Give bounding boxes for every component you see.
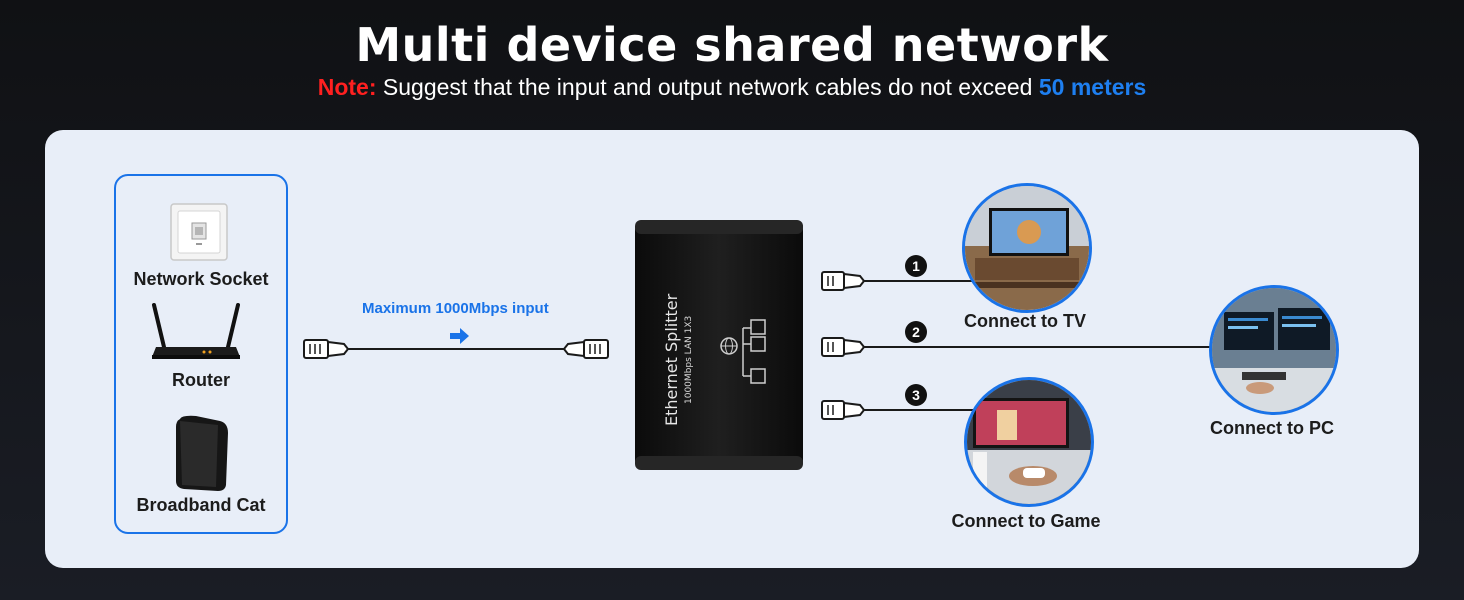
source-label-network-socket: Network Socket	[133, 269, 269, 289]
input-cable	[303, 339, 609, 359]
source-label-broadband: Broadband Cat	[136, 495, 266, 515]
output-cables	[821, 271, 1214, 420]
output-label-pc: Connect to PC	[1210, 418, 1334, 438]
source-label-router: Router	[172, 370, 230, 390]
pc-scene-image	[1209, 285, 1339, 415]
output-label-tv: Connect to TV	[964, 311, 1086, 331]
right-arrow-icon	[450, 328, 469, 344]
note-text: Suggest that the input and output networ…	[376, 74, 1039, 100]
tv-scene-image	[962, 183, 1092, 313]
broadband-modem-icon	[176, 415, 228, 491]
splitter-name: Ethernet Splitter	[662, 293, 681, 426]
output-badge-3: 3	[905, 384, 927, 406]
ethernet-splitter-device: Ethernet Splitter 1000Mbps LAN 1X3	[635, 220, 803, 470]
output-badge-2: 2	[905, 321, 927, 343]
game-scene-image	[964, 377, 1094, 507]
note-prefix: Note:	[317, 74, 377, 100]
page-title: Multi device shared network	[355, 18, 1109, 72]
splitter-spec: 1000Mbps LAN 1X3	[684, 316, 694, 404]
input-cable-label: Maximum 1000Mbps input	[362, 300, 549, 317]
output-badge-1: 1	[905, 255, 927, 277]
note-line: Note: Suggest that the input and output …	[0, 74, 1464, 101]
output-label-game: Connect to Game	[951, 511, 1101, 531]
network-socket-icon	[170, 203, 228, 261]
router-icon	[152, 303, 240, 359]
note-highlight: 50 meters	[1038, 74, 1147, 100]
